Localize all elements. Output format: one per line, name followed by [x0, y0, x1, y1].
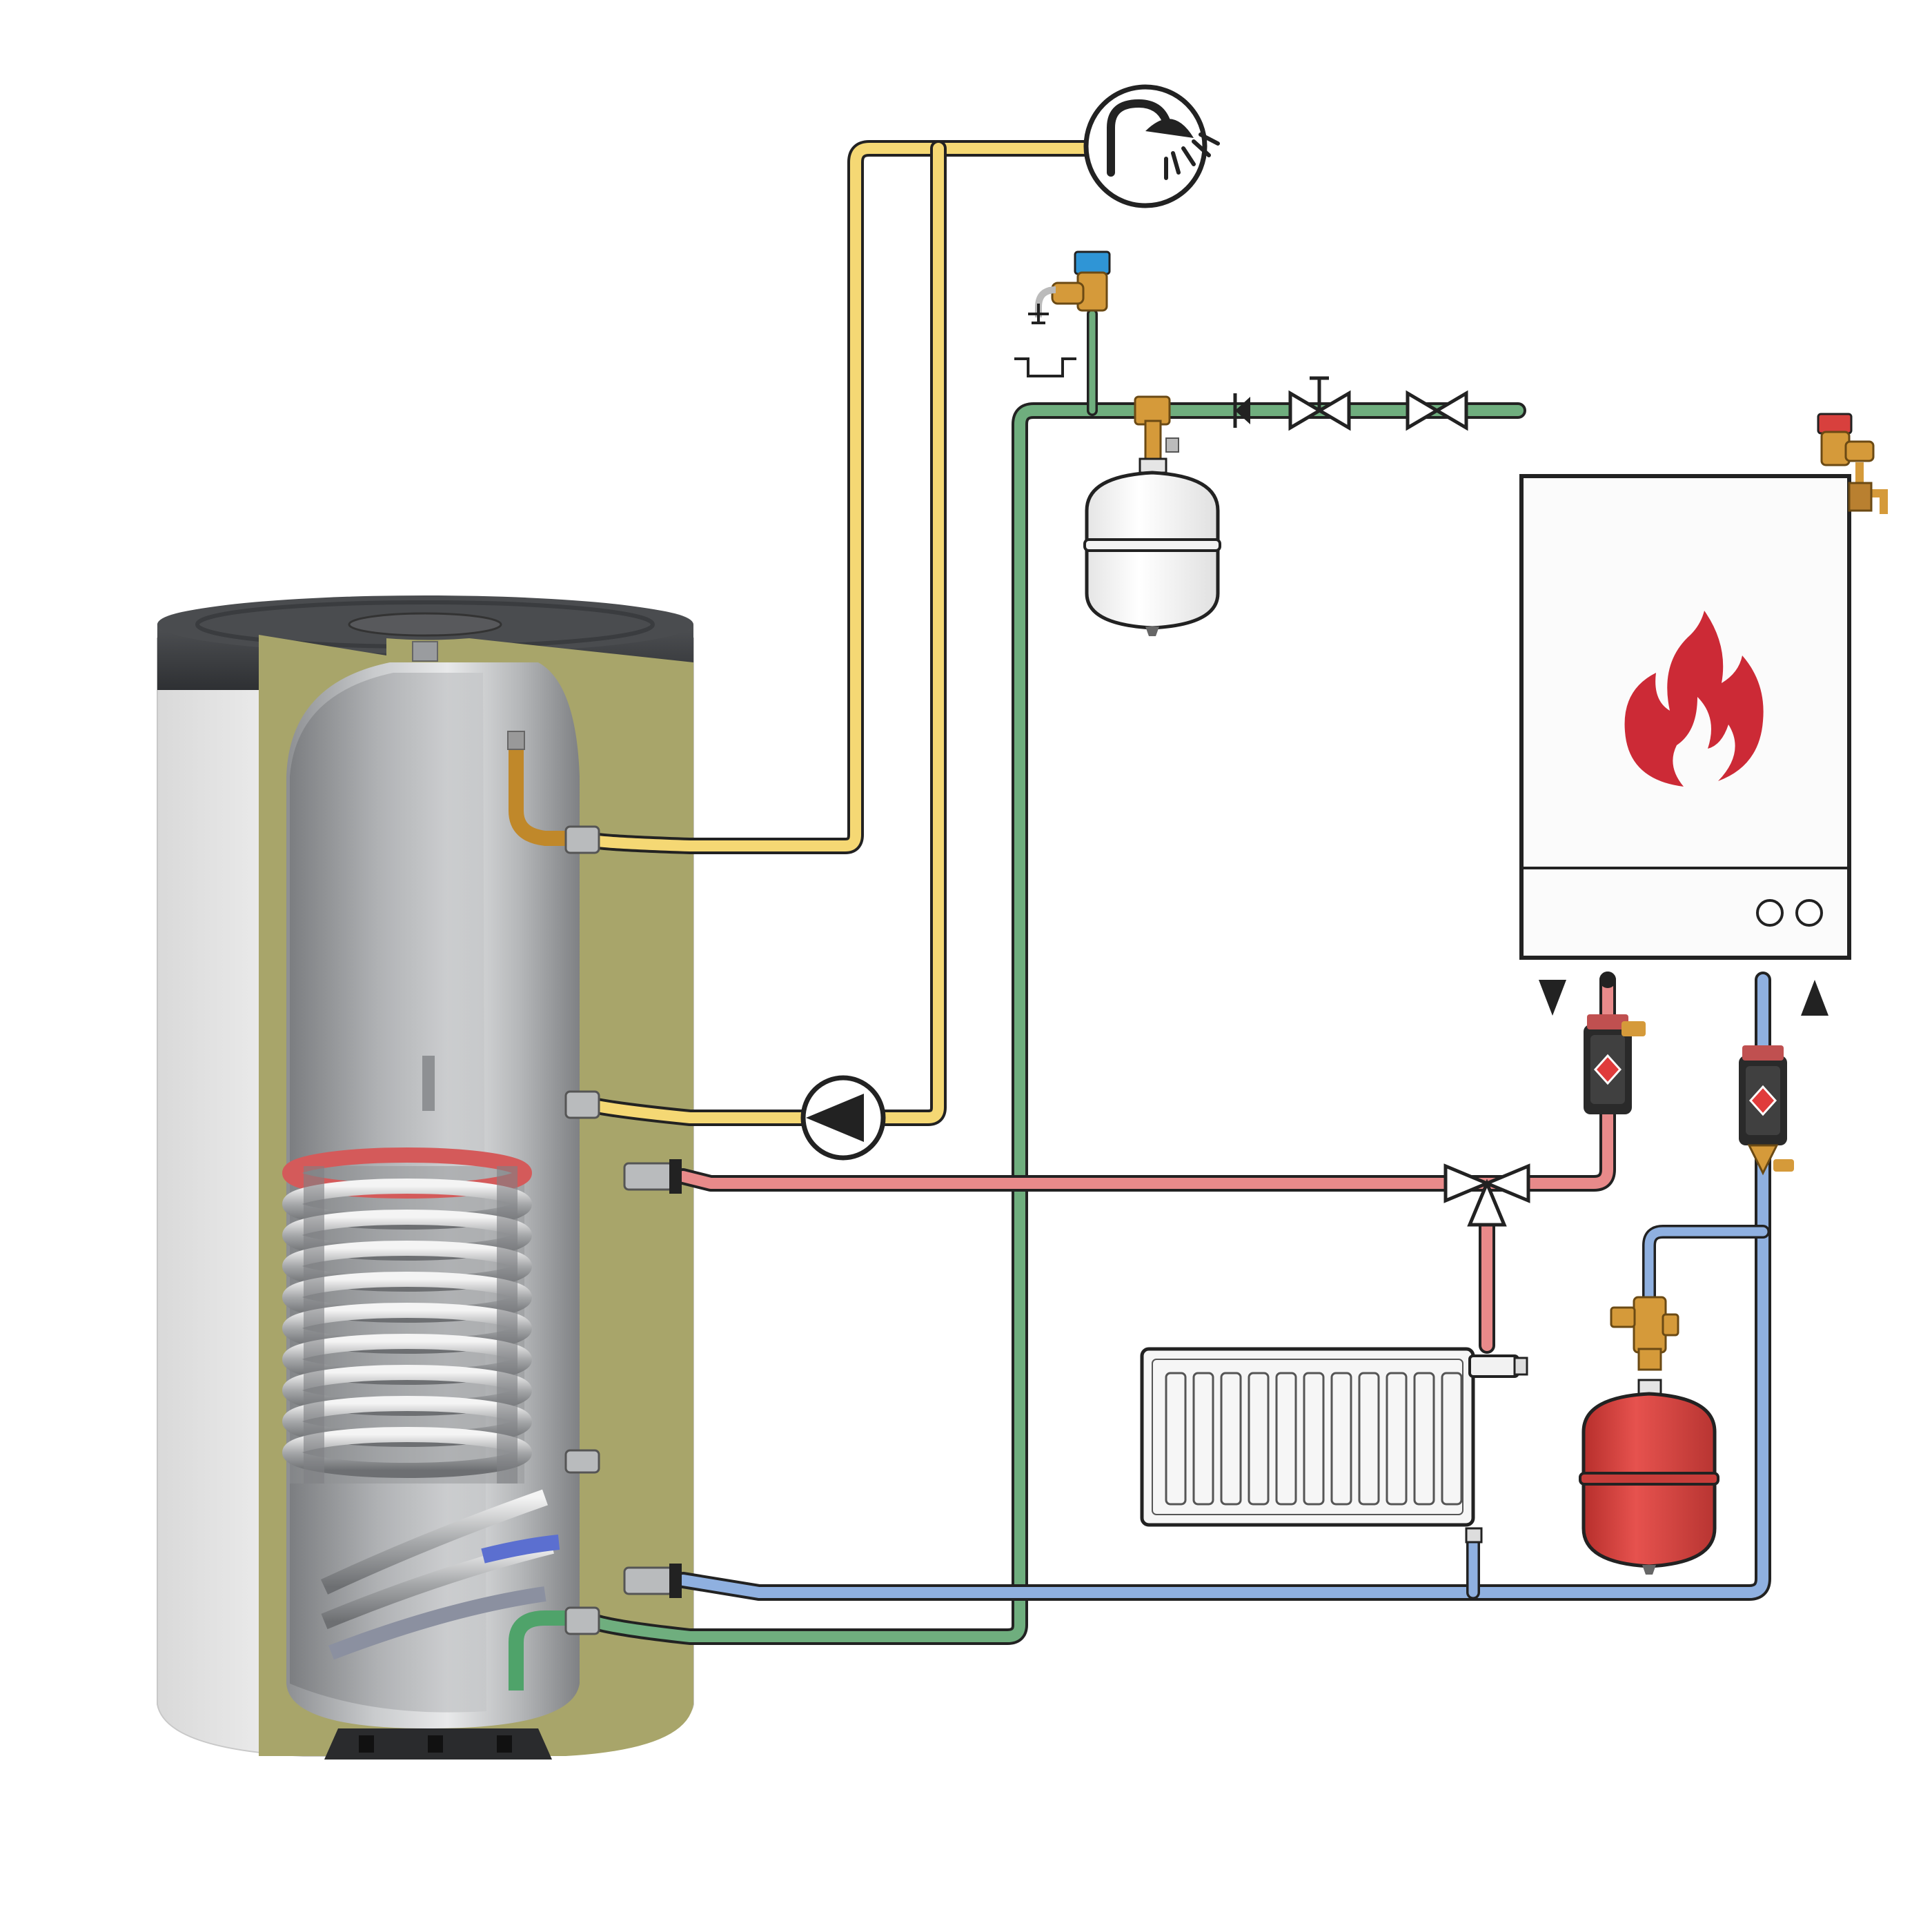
- shutoff-valve-icon: [1406, 390, 1468, 431]
- dirt-separator-icon: [1739, 1045, 1794, 1176]
- three-way-valve-icon: [1443, 1163, 1530, 1227]
- safety-valve-icon: [1817, 413, 1888, 514]
- hot-water-pipe: [585, 140, 1105, 854]
- gas-boiler: [1519, 413, 1888, 1016]
- circulation-pipe: [585, 140, 947, 1126]
- tank-lower-coil: [320, 1489, 560, 1660]
- tank-hot-outlet-dip-tube: [509, 745, 569, 846]
- flow-arrow-down-icon: [1539, 980, 1566, 1016]
- tank-cold-inlet-dip-tube: [509, 1610, 569, 1690]
- heating-expansion-vessel: [1579, 1296, 1719, 1575]
- check-valve-icon: [1233, 393, 1250, 428]
- boiler-control-knob: [1795, 899, 1823, 927]
- drinking-water-expansion-vessel: [1083, 395, 1221, 636]
- flame-icon: [1624, 611, 1764, 787]
- radiator-icon: [1140, 1347, 1528, 1544]
- dirt-separator-icon: [1584, 1014, 1646, 1114]
- boiler-control-knob: [1756, 899, 1784, 927]
- safety-valve-icon: [1014, 250, 1111, 377]
- heating-flow-pipe: [675, 972, 1616, 1354]
- shower-icon: [1083, 84, 1220, 208]
- cold-water-pipe: [585, 308, 1526, 1645]
- heating-return-pipe: [675, 972, 1771, 1601]
- circulation-pump-icon: [800, 1075, 886, 1161]
- tank-heating-coil: [282, 1147, 532, 1483]
- radiator-thermostatic-valve: [1468, 1354, 1519, 1378]
- flow-arrow-up-icon: [1801, 980, 1828, 1016]
- tank-connection-nipples: [564, 825, 682, 1635]
- shutoff-valve-icon: [1288, 376, 1351, 431]
- hot-water-storage-tank: [157, 595, 694, 1759]
